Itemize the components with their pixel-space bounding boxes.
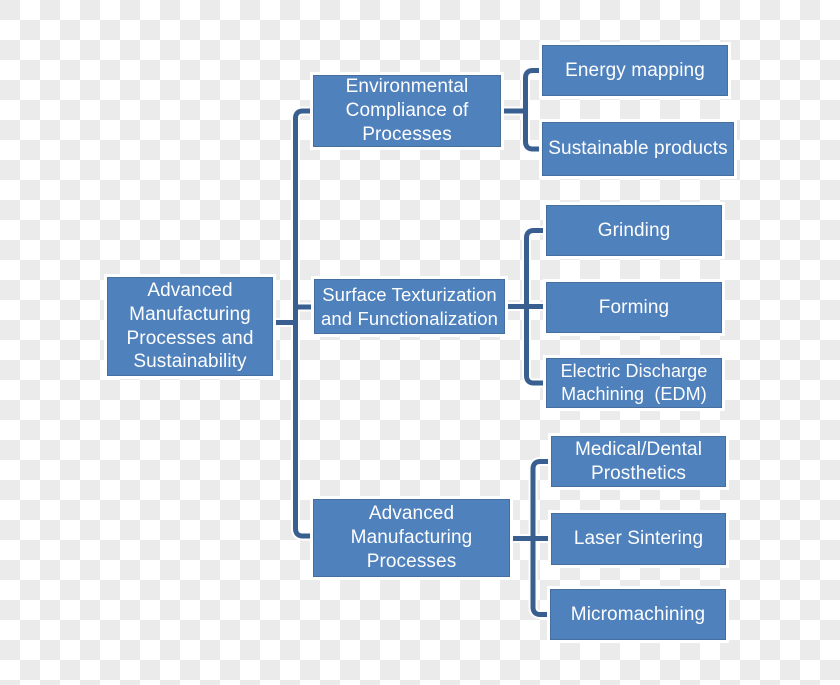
node-electric-discharge-machining: Electric Discharge Machining (EDM) <box>546 358 722 408</box>
node-energy-mapping: Energy mapping <box>542 45 728 96</box>
node-environmental-compliance: Environmental Compliance of Processes <box>313 75 501 147</box>
node-forming: Forming <box>546 282 722 333</box>
node-surface-texturization: Surface Texturization and Functionalizat… <box>314 279 505 334</box>
node-sustainable-products: Sustainable products <box>542 122 734 176</box>
node-laser-sintering: Laser Sintering <box>551 513 726 565</box>
node-advanced-manufacturing: Advanced Manufacturing Processes <box>313 499 510 577</box>
node-root: Advanced Manufacturing Processes and Sus… <box>107 277 273 376</box>
node-micromachining: Micromachining <box>550 589 726 640</box>
node-grinding: Grinding <box>546 205 722 256</box>
node-medical-dental-prosthetics: Medical/Dental Prosthetics <box>551 436 726 487</box>
